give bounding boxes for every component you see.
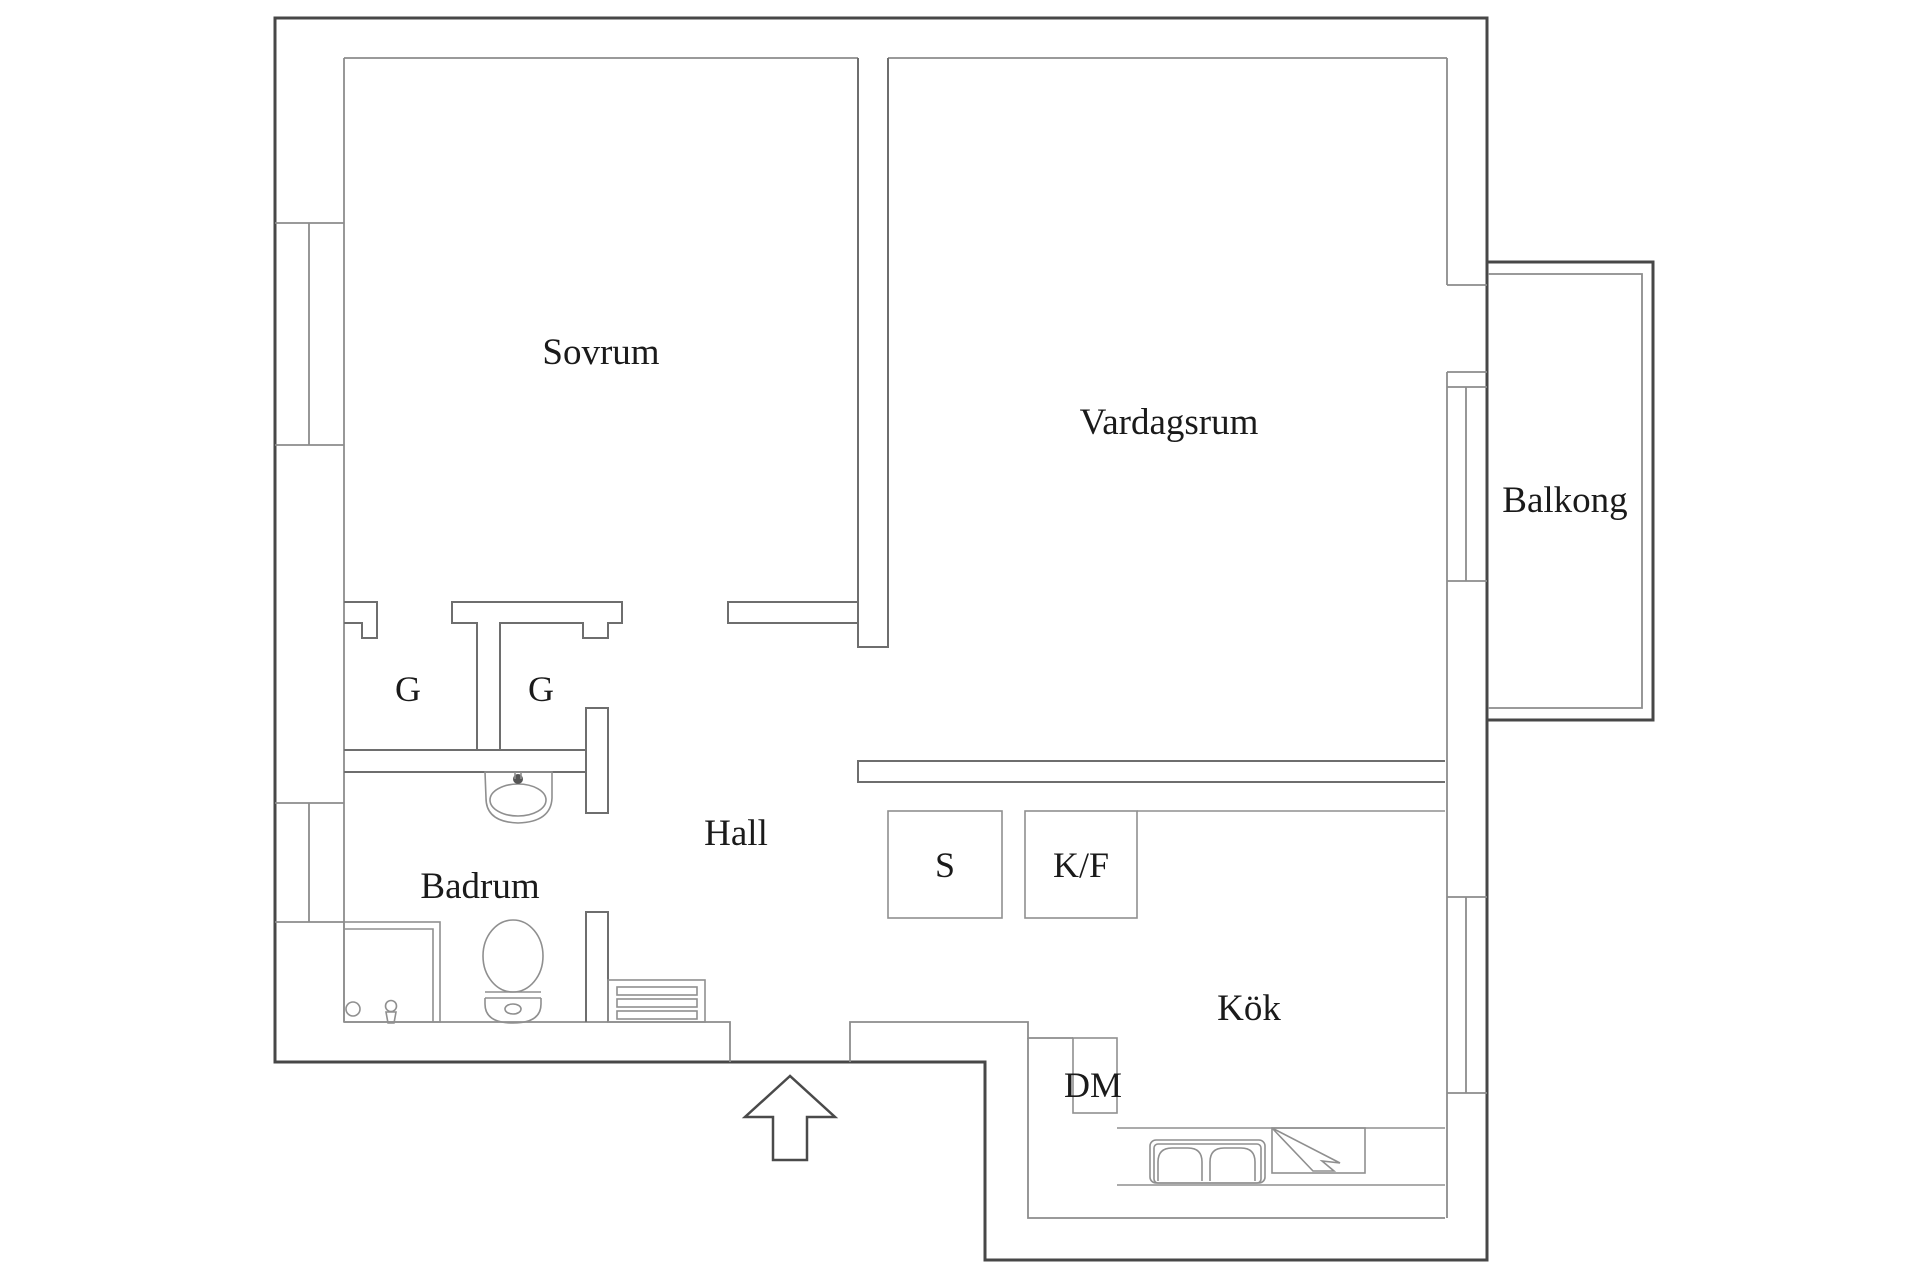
- outer-boundary: [273, 16, 1489, 1262]
- bedroom-south-wall-left: [344, 601, 378, 639]
- stove-icon: [1271, 1127, 1366, 1174]
- fridge-freezer-cabinet: [1024, 810, 1138, 919]
- bathroom-east-wall-upper: [585, 707, 609, 814]
- window-left-lower: [275, 802, 344, 923]
- partition-walls: [344, 58, 1445, 1022]
- toilet-icon: [482, 919, 544, 1024]
- label-dishwasher: DM: [1064, 1065, 1122, 1105]
- window-left-upper: [275, 222, 344, 446]
- balcony-door-opening: [1447, 284, 1487, 388]
- fixtures: [343, 771, 1445, 1186]
- bathroom-east-wall-lower: [585, 911, 609, 1022]
- balcony-inner-rail: [1488, 273, 1643, 709]
- room-label-vardagsrum: Vardagsrum: [1080, 402, 1259, 443]
- outer-walls: [273, 16, 1655, 1262]
- pantry-cabinet: [887, 810, 1003, 919]
- balcony-outer-rail: [1487, 260, 1655, 722]
- window-right-livingroom: [1447, 387, 1487, 582]
- bedroom-south-wall-right: [727, 601, 859, 624]
- radiator-icon: [607, 979, 706, 1023]
- washbasin-icon: [484, 771, 553, 824]
- room-label-sovrum: Sovrum: [542, 332, 659, 373]
- label-fridge-freezer: K/F: [1053, 845, 1109, 885]
- room-label-balkong: Balkong: [1502, 480, 1627, 521]
- dishwasher-box: [1072, 1037, 1118, 1114]
- kitchen-sink-icon: [1149, 1139, 1266, 1184]
- room-label-hall: Hall: [704, 813, 768, 854]
- bedroom-south-wall-middle: [451, 601, 623, 751]
- entrance-arrow-icon: [741, 1074, 839, 1162]
- livingroom-west-wall: [857, 58, 889, 648]
- kitchen-annex-inner-face: [1027, 1038, 1445, 1219]
- label-pantry: S: [935, 845, 955, 885]
- window-right-kitchen: [1447, 896, 1487, 1094]
- shower: [343, 921, 441, 1024]
- room-labels: Sovrum Vardagsrum Balkong G G Hall Badru…: [395, 332, 1628, 1105]
- room-label-closet-right: G: [528, 669, 554, 709]
- bottom-wall-inner-face: [344, 1021, 1073, 1062]
- kitchen-north-wall: [857, 760, 1445, 783]
- floor-drain-icon: [345, 1001, 361, 1017]
- inner-wall-faces: [275, 57, 1643, 1219]
- room-label-kok: Kök: [1217, 988, 1281, 1029]
- room-label-closet-left: G: [395, 669, 421, 709]
- shower-mixer-icon: [384, 999, 398, 1024]
- room-label-badrum: Badrum: [420, 866, 539, 907]
- bathroom-north-wall: [344, 749, 587, 773]
